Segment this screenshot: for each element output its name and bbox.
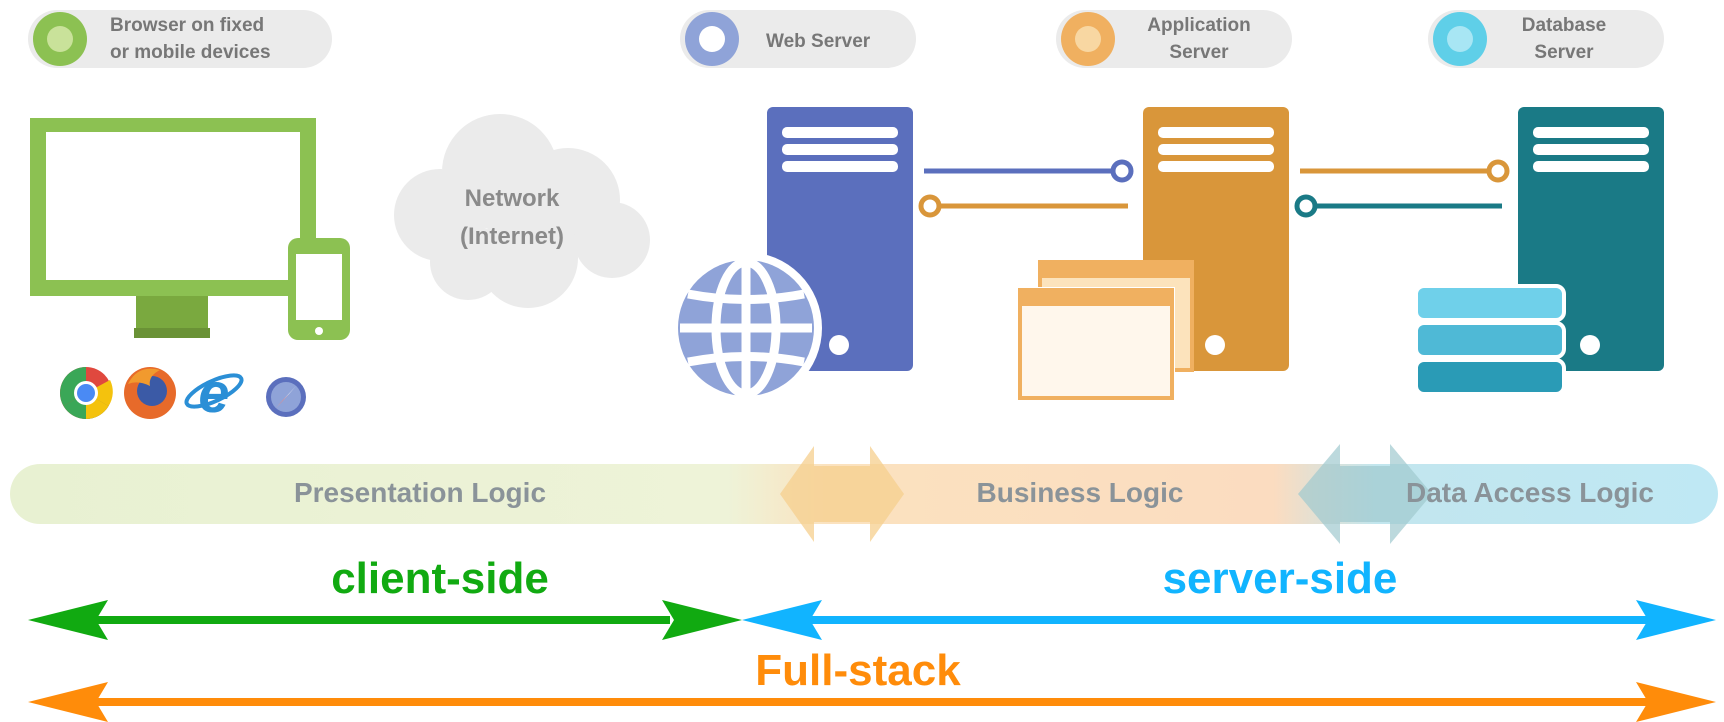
firefox-icon — [124, 367, 176, 419]
app-server-legend-line2: Server — [1169, 42, 1229, 63]
full-stack-left-arrowhead — [28, 682, 108, 722]
database-stack-icon — [1414, 284, 1566, 396]
network-cloud-icon: Network (Internet) — [394, 114, 650, 308]
browser-legend-line1: Browser on fixed — [110, 15, 264, 36]
band-presentation-label: Presentation Logic — [294, 477, 546, 508]
chrome-icon — [60, 367, 113, 419]
legend-app-server: Application Server — [1056, 10, 1292, 68]
presentation-business-arrow — [780, 446, 904, 542]
server-side-left-arrowhead — [742, 600, 822, 640]
network-label-line1: Network — [465, 185, 560, 212]
legend-db-server: Database Server — [1428, 10, 1664, 68]
db-server-legend-line2: Server — [1534, 42, 1594, 63]
client-side-span: client-side — [28, 554, 742, 640]
client-side-right-arrowhead — [662, 600, 742, 640]
server-side-span: server-side — [742, 554, 1716, 640]
logic-band: Presentation Logic Business Logic Data A… — [10, 444, 1718, 544]
web-server-legend-label: Web Server — [766, 31, 871, 52]
client-side-left-arrowhead — [28, 600, 108, 640]
db-server-legend-line1: Database — [1522, 15, 1607, 36]
server-side-label: server-side — [1163, 554, 1398, 603]
app-server-legend-line1: Application — [1147, 15, 1250, 36]
phone-icon — [288, 238, 350, 340]
web-app-connectors — [918, 159, 1134, 218]
monitor-icon — [30, 118, 316, 338]
ie-icon: e — [184, 361, 244, 424]
app-windows-icon — [1017, 260, 1194, 401]
full-stack-right-arrowhead — [1636, 682, 1716, 722]
business-data-arrow — [1298, 444, 1432, 544]
full-stack-span: Full-stack — [28, 646, 1716, 722]
full-stack-label: Full-stack — [755, 646, 961, 695]
client-side-label: client-side — [331, 554, 549, 603]
safari-icon — [266, 377, 306, 417]
globe-icon — [670, 252, 822, 404]
svg-text:e: e — [198, 361, 229, 424]
legend-web-server: Web Server — [680, 10, 916, 68]
legend-browser: Browser on fixed or mobile devices — [28, 10, 332, 68]
app-db-connectors — [1294, 159, 1510, 218]
network-label-line2: (Internet) — [460, 223, 564, 250]
band-data-access-label: Data Access Logic — [1406, 477, 1654, 508]
browser-legend-line2: or mobile devices — [110, 42, 271, 63]
band-business-label: Business Logic — [977, 477, 1184, 508]
server-side-right-arrowhead — [1636, 600, 1716, 640]
